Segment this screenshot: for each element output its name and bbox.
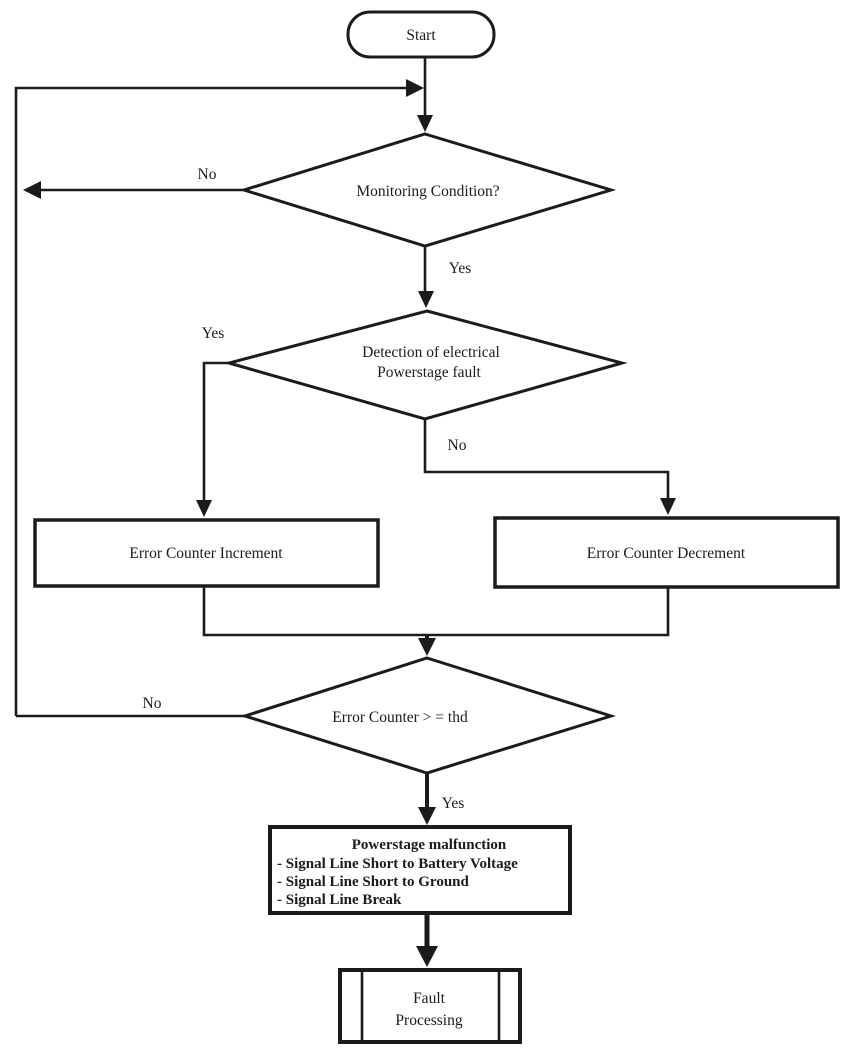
label-monitoring-no: No	[198, 166, 217, 183]
malfunction-item-1: - Signal Line Short to Battery Voltage	[277, 856, 518, 872]
decrement-label: Error Counter Decrement	[587, 545, 746, 562]
decrement-process-shape	[493, 516, 840, 589]
detection-label-line1: Detection of electrical	[362, 344, 500, 361]
node-fault-processing: Fault Processing	[338, 968, 522, 1044]
node-powerstage-malfunction: Powerstage malfunction - Signal Line Sho…	[268, 825, 572, 915]
edge-feedback-loop	[14, 86, 407, 716]
arrowhead-into-detection	[418, 291, 434, 308]
node-error-counter-increment: Error Counter Increment	[33, 518, 380, 588]
label-detection-yes: Yes	[202, 325, 225, 342]
threshold-label: Error Counter > = thd	[332, 709, 468, 726]
increment-process-shape	[33, 518, 380, 588]
arrowhead-monitoring-no-left	[23, 181, 41, 199]
arrowhead-into-decrement	[660, 498, 676, 515]
node-monitoring-condition: Monitoring Condition?	[238, 132, 617, 248]
arrowhead-into-threshold	[418, 638, 436, 656]
start-terminator-shape	[346, 10, 496, 59]
node-error-counter-threshold: Error Counter > = thd	[240, 656, 617, 775]
malfunction-item-3: - Signal Line Break	[277, 892, 402, 908]
edge-detection-yes	[202, 361, 229, 502]
node-start: Start	[346, 10, 496, 59]
malfunction-item-2: - Signal Line Short to Ground	[277, 874, 470, 890]
arrowhead-into-fault	[416, 946, 438, 967]
node-error-counter-decrement: Error Counter Decrement	[493, 516, 840, 589]
arrowhead-into-malfunction	[418, 807, 436, 825]
label-detection-no: No	[448, 437, 467, 454]
detection-decision-shape	[223, 309, 628, 421]
label-monitoring-yes: Yes	[449, 260, 472, 277]
fault-predefined-shape	[338, 968, 522, 1044]
fault-label-line1: Fault	[413, 990, 446, 1007]
edge-merge	[202, 586, 670, 637]
node-detection-fault: Detection of electrical Powerstage fault	[223, 309, 628, 421]
threshold-decision-shape	[240, 656, 617, 775]
monitoring-decision-shape	[238, 132, 617, 248]
start-label: Start	[406, 27, 436, 44]
arrowhead-into-monitoring	[417, 115, 433, 132]
arrowhead-feedback-right	[406, 79, 424, 97]
malfunction-process-shape	[268, 825, 572, 915]
edge-detection-no	[423, 419, 670, 501]
arrowhead-into-increment	[196, 500, 212, 517]
fault-label-line2: Processing	[395, 1012, 462, 1029]
label-threshold-no: No	[143, 695, 162, 712]
increment-label: Error Counter Increment	[129, 545, 283, 562]
monitoring-label: Monitoring Condition?	[356, 183, 499, 200]
label-threshold-yes: Yes	[442, 795, 465, 812]
malfunction-title: Powerstage malfunction	[352, 837, 507, 853]
detection-label-line2: Powerstage fault	[377, 364, 481, 381]
